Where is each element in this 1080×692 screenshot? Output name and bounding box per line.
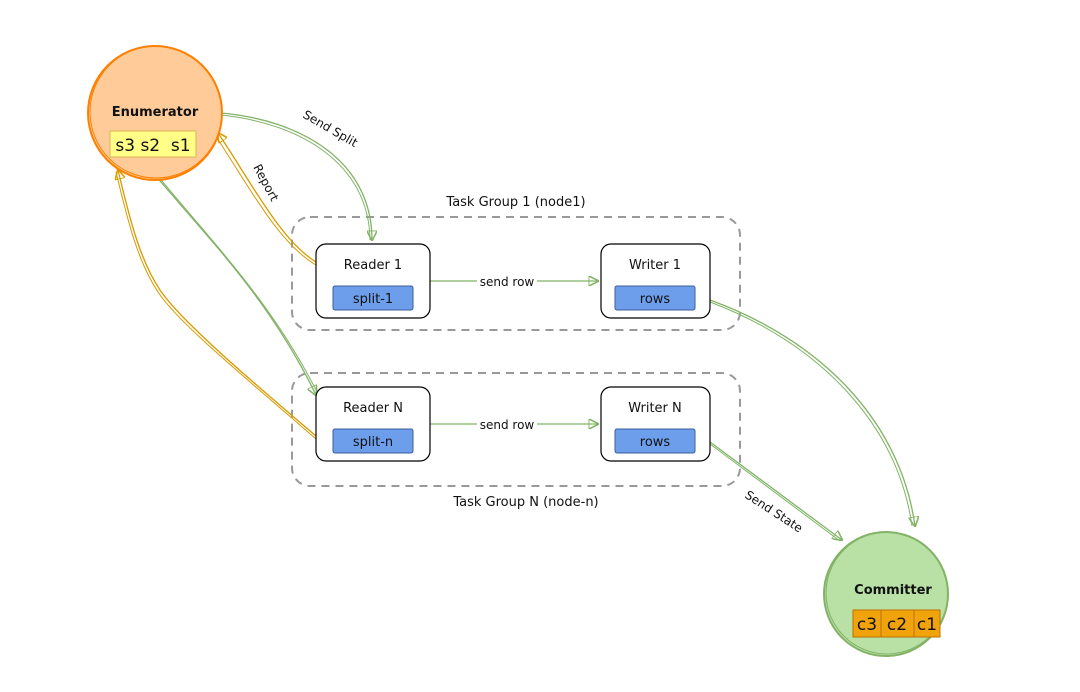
reader-1-title: Reader 1	[344, 258, 402, 273]
edge-label-send-split: Send Split	[301, 107, 361, 150]
task-group-1-container	[291, 216, 741, 331]
writer-n-chip-text: rows	[640, 435, 671, 450]
edge-writer-1-commit-stroke	[709, 301, 913, 527]
reader-1-node[interactable]: Reader 1 split-1	[315, 243, 431, 319]
writer-1-chip-text: rows	[640, 292, 671, 307]
edge-report-reader-n-stroke	[115, 171, 317, 440]
edge-label-send-row-1: send row	[480, 275, 535, 289]
edge-label-bg	[477, 274, 537, 288]
enumerator-splits-chip	[109, 130, 197, 158]
edge-label-bg	[477, 417, 537, 431]
enumerator-node[interactable]: Enumerator s3 s2 s1	[87, 45, 223, 181]
task-group-1-label: Task Group 1 (node1)	[445, 195, 585, 210]
writer-n-node[interactable]: Writer N rows	[600, 386, 711, 462]
commit-chip-c3	[852, 609, 882, 638]
edge-label-send-state: Send State	[742, 488, 805, 536]
committer-node[interactable]: Committer c3 c2 c1	[823, 531, 949, 657]
commit-c3: c3	[857, 615, 877, 635]
edge-writer-1-commit	[709, 299, 915, 526]
enumerator-splits: s3 s2 s1	[115, 136, 190, 156]
edge-assign-reader-n-stroke	[156, 174, 319, 395]
commit-chip-c2	[880, 609, 915, 638]
writer-1-title: Writer 1	[629, 258, 681, 273]
writer-n-title: Writer N	[628, 401, 682, 416]
reader-n-node[interactable]: Reader N split-n	[315, 386, 431, 462]
edge-report: Report	[214, 133, 317, 266]
edge-assign-reader-n	[154, 174, 316, 395]
edge-send-state: Send State	[709, 441, 842, 541]
commit-c2: c2	[887, 615, 907, 635]
writer-1-chip	[614, 285, 696, 311]
reader-1-chip	[332, 285, 414, 311]
writer-1-node[interactable]: Writer 1 rows	[600, 243, 711, 319]
reader-n-title: Reader N	[343, 401, 403, 416]
edge-label-send-row-n: send row	[480, 418, 535, 432]
writer-n-chip	[614, 428, 696, 454]
reader-1-chip-text: split-1	[353, 292, 393, 307]
committer-title: Committer	[854, 583, 932, 598]
reader-n-chip	[332, 428, 414, 454]
task-group-n-label: Task Group N (node-n)	[452, 495, 598, 510]
edge-report-reader-n	[118, 170, 317, 437]
enumerator-title: Enumerator	[112, 105, 199, 120]
commit-chip-c1	[913, 609, 941, 638]
task-group-n-container	[291, 372, 741, 487]
commit-c1: c1	[917, 615, 937, 635]
reader-n-chip-text: split-n	[353, 435, 393, 450]
